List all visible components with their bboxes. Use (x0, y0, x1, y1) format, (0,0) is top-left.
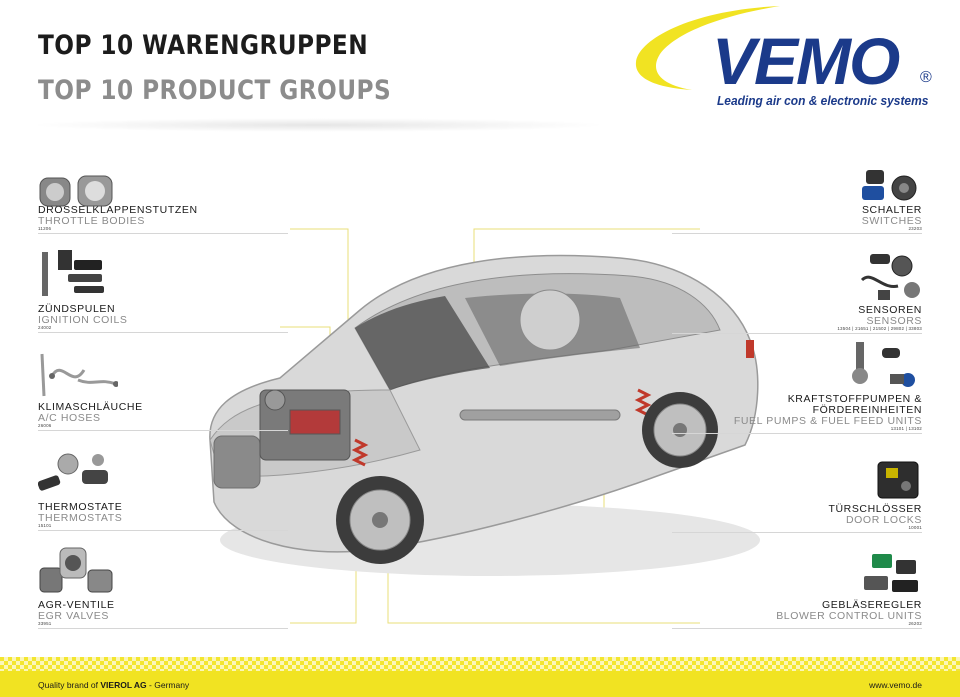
car-cutaway-illustration (209, 254, 760, 576)
sensor-icon (860, 254, 920, 300)
egr-valve-icon (39, 547, 113, 593)
group-divider (38, 430, 288, 431)
group-name-german-second-line: FÖRDEREINHEITEN (812, 404, 922, 416)
group-divider (672, 433, 922, 434)
car-windshield (355, 296, 490, 390)
group-name-english: BLOWER CONTROL UNITS (776, 610, 922, 622)
product-group-egr-valves: AGR-VENTILE EGR VALVES 33951 (38, 546, 288, 629)
group-divider (38, 233, 288, 234)
product-group-sensors: SENSOREN SENSORS 13504 | 21651 | 21502 |… (672, 250, 922, 334)
title-block: TOP 10 WARENGRUPPEN TOP 10 PRODUCT GROUP… (38, 30, 449, 106)
page-title-english: TOP 10 PRODUCT GROUPS (38, 75, 392, 106)
group-code: 26202 (908, 621, 922, 626)
footer-bar: Quality brand of VIEROL AG - Germany www… (0, 671, 960, 697)
group-name-english: EGR VALVES (38, 610, 109, 622)
footer-prefix: Quality brand of (38, 680, 101, 690)
group-code: 26006 (38, 423, 52, 428)
ac-hose-icon (40, 353, 118, 397)
group-name-german: ZÜNDSPULEN (38, 303, 116, 315)
product-group-door-locks: TÜRSCHLÖSSER DOOR LOCKS 10001 (672, 456, 922, 533)
group-name-english: IGNITION COILS (38, 314, 128, 326)
footer-company: VIEROL AG (100, 680, 147, 690)
group-code: 24002 (38, 325, 52, 330)
ignition-coil-icon (42, 250, 104, 296)
car-spring-front (351, 438, 369, 467)
switch-icon (862, 170, 917, 201)
car-grille (213, 435, 261, 489)
logo-swoosh-icon (635, 6, 780, 90)
product-group-ignition-coils: ZÜNDSPULEN IGNITION COILS 24002 (38, 248, 288, 333)
group-name-german: THERMOSTATE (38, 501, 123, 513)
group-name-english: THERMOSTATS (38, 512, 123, 524)
group-name-english: SENSORS (866, 315, 922, 327)
group-name-english: THROTTLE BODIES (38, 215, 146, 227)
footer-url[interactable]: www.vemo.de (869, 680, 922, 690)
group-code: 11206 (38, 226, 52, 231)
group-divider (38, 530, 288, 531)
group-name-german: DROSSELKLAPPENSTUTZEN (38, 204, 198, 216)
group-name-german: AGR-VENTILE (38, 599, 115, 611)
product-group-ac-hoses: KLIMASCHLÄUCHE A/C HOSES 26006 (38, 350, 288, 431)
footer-checker-band (0, 657, 960, 671)
car-spring-rear (634, 388, 652, 417)
thermostat-icon (38, 453, 108, 491)
title-shadow (28, 118, 608, 132)
group-name-german: TÜRSCHLÖSSER (828, 503, 922, 515)
fuel-pump-icon (852, 342, 915, 387)
group-name-english: A/C HOSES (38, 412, 101, 424)
group-divider (672, 532, 922, 533)
group-name-english: DOOR LOCKS (845, 514, 922, 526)
product-group-blower-control-units: GEBLÄSEREGLER BLOWER CONTROL UNITS 26202 (672, 550, 922, 629)
footer-quality-note: Quality brand of VIEROL AG - Germany (38, 680, 189, 690)
group-code: 33951 (38, 621, 52, 626)
door-lock-icon (877, 461, 919, 499)
logo-tagline: Leading air con & electronic systems (717, 93, 929, 108)
car-spare-wheel (519, 289, 581, 351)
throttle-body-icon (39, 175, 113, 207)
group-name-german: SCHALTER (861, 204, 922, 216)
car-front-wheel (336, 476, 424, 564)
group-name-english: SWITCHES (861, 215, 922, 227)
product-group-thermostats: THERMOSTATE THERMOSTATS 15101 (38, 450, 288, 531)
car-exhaust (459, 409, 621, 421)
group-name-english: FUEL PUMPS & FUEL FEED UNITS (733, 415, 922, 427)
car-rear-wheel (642, 392, 718, 468)
product-group-throttle-bodies: DROSSELKLAPPENSTUTZEN THROTTLE BODIES 11… (38, 172, 288, 234)
group-divider (38, 628, 288, 629)
page-title-german: TOP 10 WARENGRUPPEN (38, 30, 369, 61)
group-name-german: GEBLÄSEREGLER (821, 599, 922, 611)
logo-wordmark: VEMO (712, 24, 900, 98)
group-code: 13504 | 21651 | 21502 | 29802 | 33803 (837, 326, 922, 331)
group-name-german: SENSOREN (858, 304, 922, 316)
group-code: 13101 | 13102 (890, 426, 922, 431)
group-divider (38, 332, 288, 333)
product-group-fuel-pumps: KRAFTSTOFFPUMPEN & FÖRDEREINHEITEN FUEL … (672, 340, 922, 434)
product-group-switches: SCHALTER SWITCHES 23203 (672, 166, 922, 234)
group-divider (672, 333, 922, 334)
blower-control-icon (864, 554, 918, 592)
group-code: 23203 (908, 226, 922, 231)
logo-registered-mark: ® (920, 69, 932, 86)
group-code: 15101 (38, 523, 52, 528)
footer-suffix: - Germany (146, 680, 190, 690)
vemo-logo: VEMO ® (635, 6, 932, 98)
car-engine (259, 389, 351, 461)
car-taillight (746, 340, 754, 358)
group-divider (672, 233, 922, 234)
group-code: 10001 (908, 525, 922, 530)
group-name-german: KLIMASCHLÄUCHE (38, 401, 143, 413)
group-divider (672, 628, 922, 629)
group-name-german: KRAFTSTOFFPUMPEN & (787, 393, 922, 405)
